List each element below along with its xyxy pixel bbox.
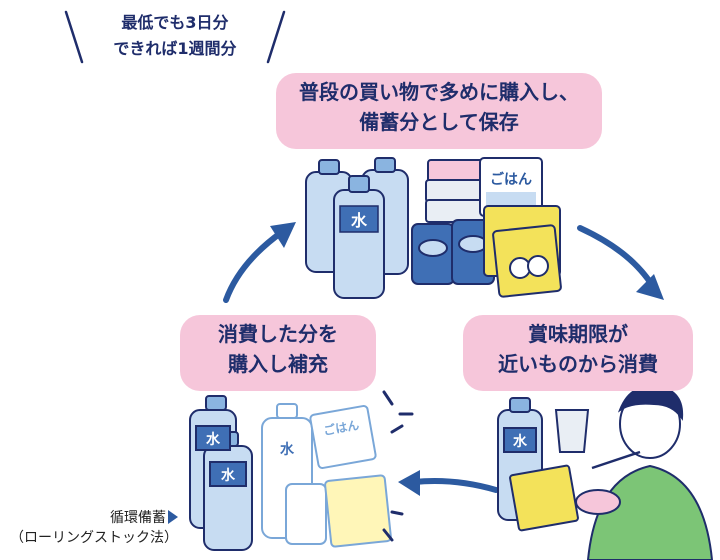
arrow-head-right <box>636 274 664 300</box>
note-line-1: 最低でも3日分 <box>121 13 229 32</box>
note-slash-left <box>64 10 84 64</box>
cycle-arrow-icon <box>223 225 653 493</box>
water-label-top: 水 <box>351 211 368 230</box>
water-label-left-3: 水 <box>280 441 295 458</box>
retort-pouch-icon <box>324 474 392 548</box>
step-bubble-replenish: 消費した分を 購入し補充 <box>180 315 376 391</box>
step-right-line-2: 近いものから消費 <box>498 352 658 376</box>
note-line-2: できれば1週間分 <box>113 39 237 58</box>
water-bottle-icon <box>189 395 253 551</box>
canned-food-icon <box>411 219 495 285</box>
triangle-right-icon <box>168 510 178 524</box>
step-bubble-consume: 賞味期限が 近いものから消費 <box>463 315 693 391</box>
arrow-left-up <box>223 229 285 303</box>
retort-pouch-icon <box>509 464 579 532</box>
person-eating-icon <box>575 384 714 560</box>
step-left-line-2: 購入し補充 <box>228 352 328 376</box>
step-top-line-1: 普段の買い物で多めに購入し、 <box>299 80 579 104</box>
retort-pouch-icon <box>483 205 562 298</box>
rice-pack-icon <box>309 405 377 469</box>
sparkle-lines <box>382 390 414 542</box>
cup-icon <box>554 409 590 453</box>
caption-line-1: 循環備蓄 <box>0 508 178 528</box>
minimum-stock-note: 最低でも3日分 できれば1週間分 <box>60 6 290 70</box>
step-right-line-1: 賞味期限が <box>528 322 628 346</box>
step-top-line-2: 備蓄分として保存 <box>359 110 519 134</box>
rice-label-top: ごはん <box>490 171 532 188</box>
method-caption: 循環備蓄 （ローリングストック法） <box>0 508 178 548</box>
arrow-head-left <box>270 222 296 248</box>
caption-line-2: （ローリングストック法） <box>10 530 178 546</box>
canned-food-icon <box>285 483 327 545</box>
arrow-bottom <box>411 478 499 493</box>
water-label-left-1: 水 <box>206 431 221 448</box>
water-label-right: 水 <box>513 433 528 450</box>
caption-title: 循環備蓄 <box>110 510 166 526</box>
water-label-left-2: 水 <box>221 467 236 484</box>
rice-label-left: ごはん <box>322 417 360 438</box>
arrow-top-right <box>577 225 653 285</box>
step-bubble-buy-and-store: 普段の買い物で多めに購入し、 備蓄分として保存 <box>276 73 602 149</box>
arrow-head-bottom <box>398 470 420 496</box>
note-slash-right <box>266 10 286 64</box>
step-left-line-1: 消費した分を <box>218 322 338 346</box>
